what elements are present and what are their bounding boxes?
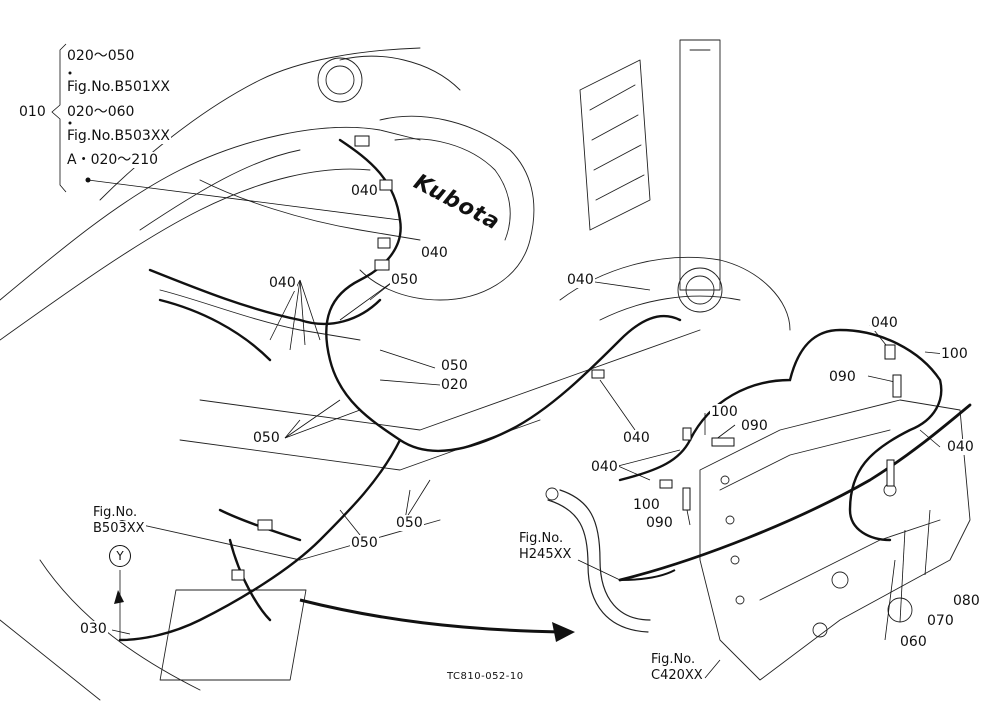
part-080-label: 080 [952,593,981,609]
ref-c420-num: C420XX [650,668,704,683]
callout-010-line3: 020～060 [66,104,136,120]
part-060-label: 060 [899,634,928,650]
part-040-label-seat-lower: 040 [420,245,449,261]
part-050-label-left: 050 [252,430,281,446]
part-090-label-lower: 090 [645,515,674,531]
callout-010-line5: A・020～210 [66,152,160,168]
part-050-label-upper: 050 [390,272,419,288]
part-090-label-top-right: 090 [828,369,857,385]
ref-h245-num: H245XX [518,547,573,562]
part-070-label: 070 [926,613,955,629]
part-040-label-mid-left: 040 [590,459,619,475]
part-040-label-far-right: 040 [946,439,975,455]
part-050-label-mid: 050 [440,358,469,374]
part-040-label-seat: 040 [350,183,379,199]
callout-010-main: 010 [18,104,47,120]
ref-b503-marker: Y [109,545,131,567]
part-100-label-mid: 100 [710,404,739,420]
callout-010-line4: Fig.No.B503XX [66,128,172,144]
callout-010-line1: 020～050 [66,48,136,64]
part-040-label-left: 040 [268,275,297,291]
callout-010-line2: Fig.No.B501XX [66,79,172,95]
ref-b503-num: B503XX [92,521,146,536]
drawing-code: TC810-052-10 [446,671,525,683]
part-100-label-top-right: 100 [940,346,969,362]
part-090-label-mid: 090 [740,418,769,434]
part-030-label: 030 [79,621,108,637]
part-050-label-bottom-right: 050 [395,515,424,531]
ref-h245-fig: Fig.No. [518,531,565,546]
part-050-label-lower: 050 [350,535,379,551]
part-020-label: 020 [440,377,469,393]
part-040-label-top-right: 040 [870,315,899,331]
part-040-label-right-fender: 040 [566,272,595,288]
ref-c420-fig: Fig.No. [650,652,697,667]
ref-b503-fig: Fig.No. [92,505,139,520]
part-100-label-lower: 100 [632,497,661,513]
part-040-label-rear: 040 [622,430,651,446]
